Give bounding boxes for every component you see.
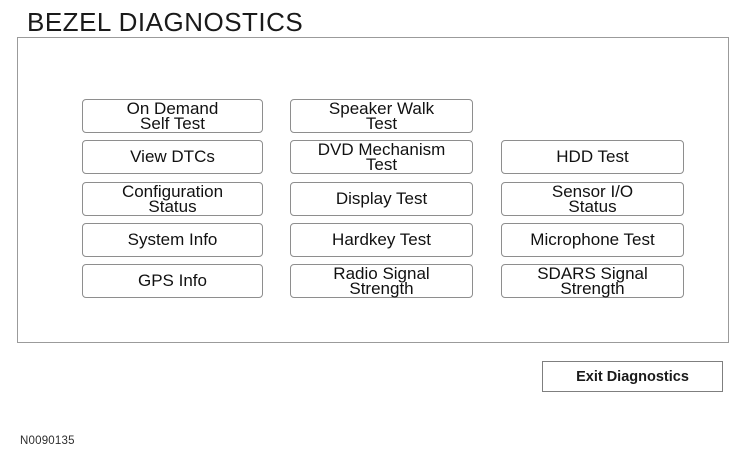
sensor-io-status-button[interactable]: Sensor I/O Status <box>501 182 684 216</box>
button-label-line1: Configuration <box>121 181 224 201</box>
button-label-line1: Display Test <box>335 189 428 209</box>
on-demand-self-test-button[interactable]: On Demand Self Test <box>82 99 263 133</box>
dvd-mechanism-test-button[interactable]: DVD Mechanism Test <box>290 140 473 174</box>
hdd-test-button[interactable]: HDD Test <box>501 140 684 174</box>
button-label-line2: Strength <box>349 279 414 298</box>
exit-diagnostics-button[interactable]: Exit Diagnostics <box>542 361 723 392</box>
button-label-line1: Hardkey Test <box>332 230 431 250</box>
display-test-button[interactable]: Display Test <box>290 182 473 216</box>
button-label-line1: DVD Mechanism <box>317 139 446 159</box>
figure-reference-label: N0090135 <box>20 435 75 447</box>
configuration-status-button[interactable]: Configuration Status <box>82 182 263 216</box>
button-label-line1: On Demand <box>126 98 219 118</box>
button-label-line2: Strength <box>560 279 625 298</box>
hardkey-test-button[interactable]: Hardkey Test <box>290 223 473 257</box>
button-label-line2: Test <box>365 155 398 174</box>
button-label-line1: Microphone Test <box>530 230 655 250</box>
sdars-signal-strength-button[interactable]: SDARS Signal Strength <box>501 264 684 298</box>
button-label-line2: Self Test <box>140 114 205 133</box>
system-info-button[interactable]: System Info <box>82 223 263 257</box>
microphone-test-button[interactable]: Microphone Test <box>501 223 684 257</box>
radio-signal-strength-button[interactable]: Radio Signal Strength <box>290 264 473 298</box>
button-label-line1: View DTCs <box>130 147 215 167</box>
button-label-line1: SDARS Signal <box>537 263 648 283</box>
button-label-line1: System Info <box>127 230 218 250</box>
button-label-line1: HDD Test <box>556 147 629 167</box>
speaker-walk-test-button[interactable]: Speaker Walk Test <box>290 99 473 133</box>
view-dtcs-button[interactable]: View DTCs <box>82 140 263 174</box>
button-label-line2: Status <box>148 197 197 216</box>
button-label-line1: Sensor I/O <box>551 181 634 201</box>
button-label-line1: Radio Signal <box>333 263 430 283</box>
button-label-line2: Test <box>365 114 398 133</box>
exit-diagnostics-label: Exit Diagnostics <box>576 368 689 385</box>
button-label-line1: GPS Info <box>138 271 207 291</box>
button-label-line2: Status <box>568 197 617 216</box>
gps-info-button[interactable]: GPS Info <box>82 264 263 298</box>
page-title: BEZEL DIAGNOSTICS <box>27 7 304 37</box>
button-label-line1: Speaker Walk <box>328 98 435 118</box>
